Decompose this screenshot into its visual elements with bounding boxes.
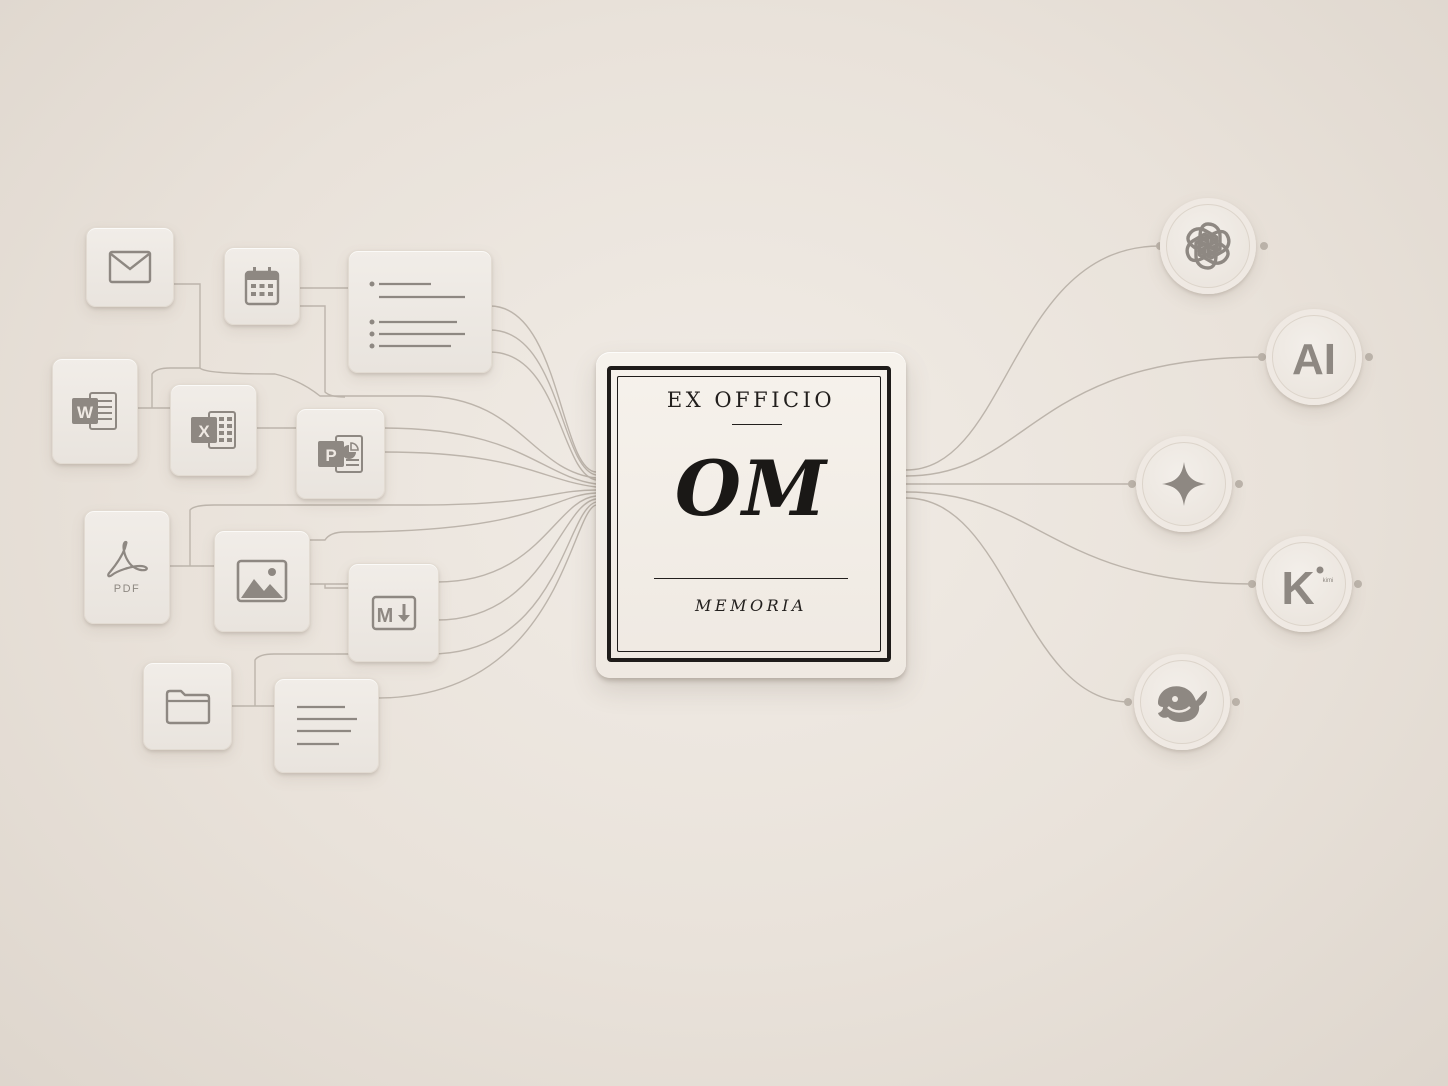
pdf-icon — [107, 540, 148, 578]
anthropic-icon: AI — [1292, 335, 1336, 382]
wire-ppt — [382, 427, 597, 485]
svg-text:K: K — [1281, 562, 1314, 610]
wire-list-2 — [489, 329, 597, 476]
svg-text:M: M — [376, 605, 393, 627]
wire-image — [308, 492, 597, 541]
image-tile[interactable] — [214, 530, 310, 632]
pdf-icon-group: PDF — [104, 539, 150, 595]
hub-top-text: EX OFFICIO — [666, 388, 836, 412]
calendar-icon — [244, 267, 280, 306]
wire-markdown-2 — [436, 498, 597, 621]
ex-officio-memoria-hub: EX OFFICIO OM MEMORIA — [596, 352, 906, 678]
hub-monogram: OM — [674, 444, 828, 533]
excel-icon: X — [190, 411, 236, 449]
kimi-node[interactable]: K kimi — [1256, 536, 1352, 632]
hub-divider-bottom — [654, 578, 848, 579]
powerpoint-icon: P — [317, 434, 363, 473]
mail-tile[interactable] — [86, 227, 174, 307]
svg-text:X: X — [198, 422, 210, 441]
hub-bottom-text: MEMORIA — [695, 596, 807, 615]
text-document-icon — [296, 705, 357, 745]
wire-folder-2 — [254, 501, 597, 706]
folder-icon — [165, 689, 210, 725]
calendar-tile[interactable] — [224, 247, 300, 325]
wire-word-2 — [151, 367, 200, 408]
anthropic-node[interactable]: AI — [1266, 309, 1362, 405]
gemini-node[interactable] — [1136, 436, 1232, 532]
list-document-tile[interactable] — [348, 250, 492, 373]
hub-divider-top — [732, 424, 782, 425]
markdown-icon: M — [371, 595, 416, 630]
wire-deepseek — [905, 497, 1131, 703]
svg-text:kimi: kimi — [1323, 578, 1334, 584]
list-document-icon — [369, 281, 465, 348]
mail-icon — [108, 250, 152, 284]
wire-list-3 — [489, 351, 597, 481]
image-icon — [236, 559, 288, 603]
wire-kimi — [905, 491, 1253, 585]
wire-text — [376, 504, 597, 699]
word-tile[interactable]: W — [52, 358, 138, 464]
wire-list — [489, 305, 597, 473]
openai-node[interactable] — [1160, 198, 1256, 294]
wire-markdown — [436, 495, 597, 583]
markdown-tile[interactable]: M — [348, 563, 439, 662]
hub-outer-frame — [607, 366, 891, 662]
pdf-tile[interactable]: PDF — [84, 510, 170, 624]
wire-calendar-2 — [298, 305, 346, 398]
wire-anthropic — [905, 356, 1263, 477]
wire-mail — [172, 283, 597, 479]
wire-ppt-2 — [382, 451, 597, 488]
wire-image-3 — [324, 584, 348, 589]
kimi-icon: K kimi — [1281, 562, 1334, 610]
svg-text:W: W — [77, 403, 94, 422]
deepseek-whale-icon — [1158, 686, 1207, 722]
word-icon: W — [72, 392, 117, 430]
gemini-sparkle-icon — [1162, 462, 1206, 506]
text-document-tile[interactable] — [274, 678, 379, 773]
folder-tile[interactable] — [143, 662, 232, 750]
svg-text:AI: AI — [1292, 335, 1336, 382]
wire-openai — [905, 245, 1161, 471]
wire-pdf-2 — [189, 489, 597, 566]
openai-icon — [1185, 222, 1231, 270]
deepseek-node[interactable] — [1134, 654, 1230, 750]
hub-inner-frame — [617, 376, 881, 652]
pdf-label: PDF — [113, 583, 141, 595]
svg-text:P: P — [325, 446, 336, 465]
powerpoint-tile[interactable]: P — [296, 408, 385, 499]
excel-tile[interactable]: X — [170, 384, 257, 476]
